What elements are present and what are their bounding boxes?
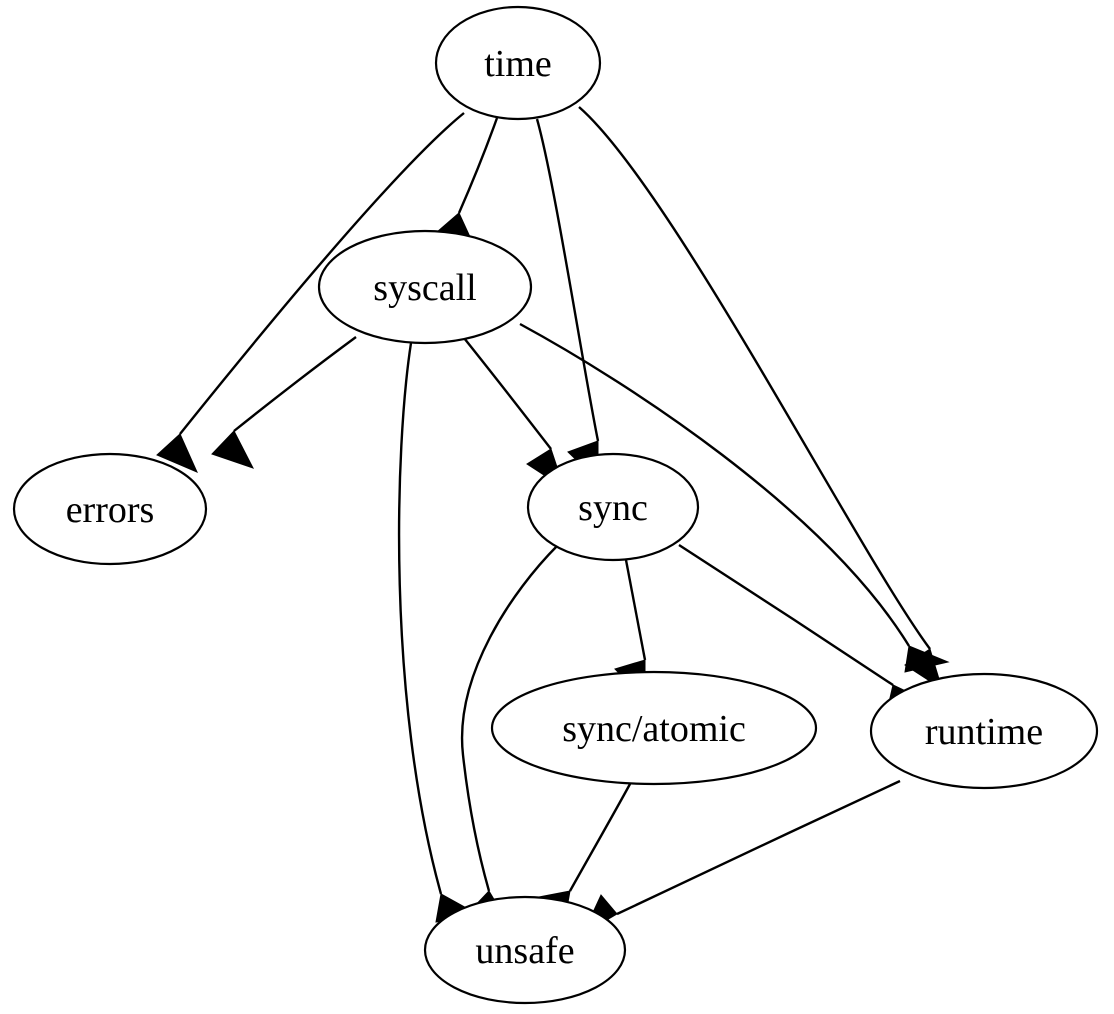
graph-node-errors[interactable]: errors (12, 452, 208, 566)
node-label: sync/atomic (562, 708, 746, 750)
edge-line (179, 112, 465, 435)
edge-line (397, 342, 443, 895)
edge-line (457, 117, 499, 214)
node-label: time (484, 43, 552, 85)
edge-line (616, 779, 901, 916)
edge-syscall-to-runtime (519, 322, 950, 673)
graph-node-time[interactable]: time (434, 5, 602, 121)
edge-time-to-errors (156, 112, 465, 473)
edge-line (678, 543, 894, 686)
nodes-layer: time syscall errors sync sync/atomic runtime u… (12, 5, 1099, 1005)
edge-line (535, 118, 600, 442)
edge-syscall-to-sync (463, 337, 565, 490)
node-ellipse[interactable] (12, 452, 208, 566)
node-label: errors (66, 489, 155, 531)
node-label: runtime (925, 711, 1043, 753)
node-ellipse[interactable] (434, 5, 602, 121)
edge-time-to-syscall (436, 117, 499, 252)
graph-node-syscall[interactable]: syscall (317, 229, 533, 345)
graph-node-sync[interactable]: sync (526, 452, 700, 562)
node-label: syscall (373, 267, 476, 309)
node-label: sync (578, 487, 648, 529)
edge-runtime-to-unsafe (581, 779, 901, 936)
node-ellipse[interactable] (423, 895, 627, 1005)
edge-line (463, 337, 552, 450)
edge-line (568, 783, 632, 892)
edge-time-to-sync (535, 118, 600, 483)
arrowhead-icon (904, 645, 950, 673)
node-ellipse[interactable] (490, 670, 818, 786)
graph-node-unsafe[interactable]: unsafe (423, 895, 627, 1005)
edge-syscall-to-errors (211, 336, 357, 469)
arrowhead-icon (156, 433, 198, 473)
arrowhead-icon (211, 430, 255, 469)
edge-syscall-to-unsafe (397, 342, 481, 923)
graph-node-sync-atomic[interactable]: sync/atomic (490, 670, 818, 786)
edge-line (578, 106, 931, 650)
edge-line (519, 322, 911, 647)
edge-line (624, 559, 647, 661)
node-ellipse[interactable] (869, 672, 1099, 790)
node-ellipse[interactable] (317, 229, 533, 345)
edge-line (460, 544, 559, 892)
graph-node-runtime[interactable]: runtime (869, 672, 1099, 790)
edge-line (233, 336, 357, 432)
node-ellipse[interactable] (526, 452, 700, 562)
node-label: unsafe (475, 930, 574, 972)
